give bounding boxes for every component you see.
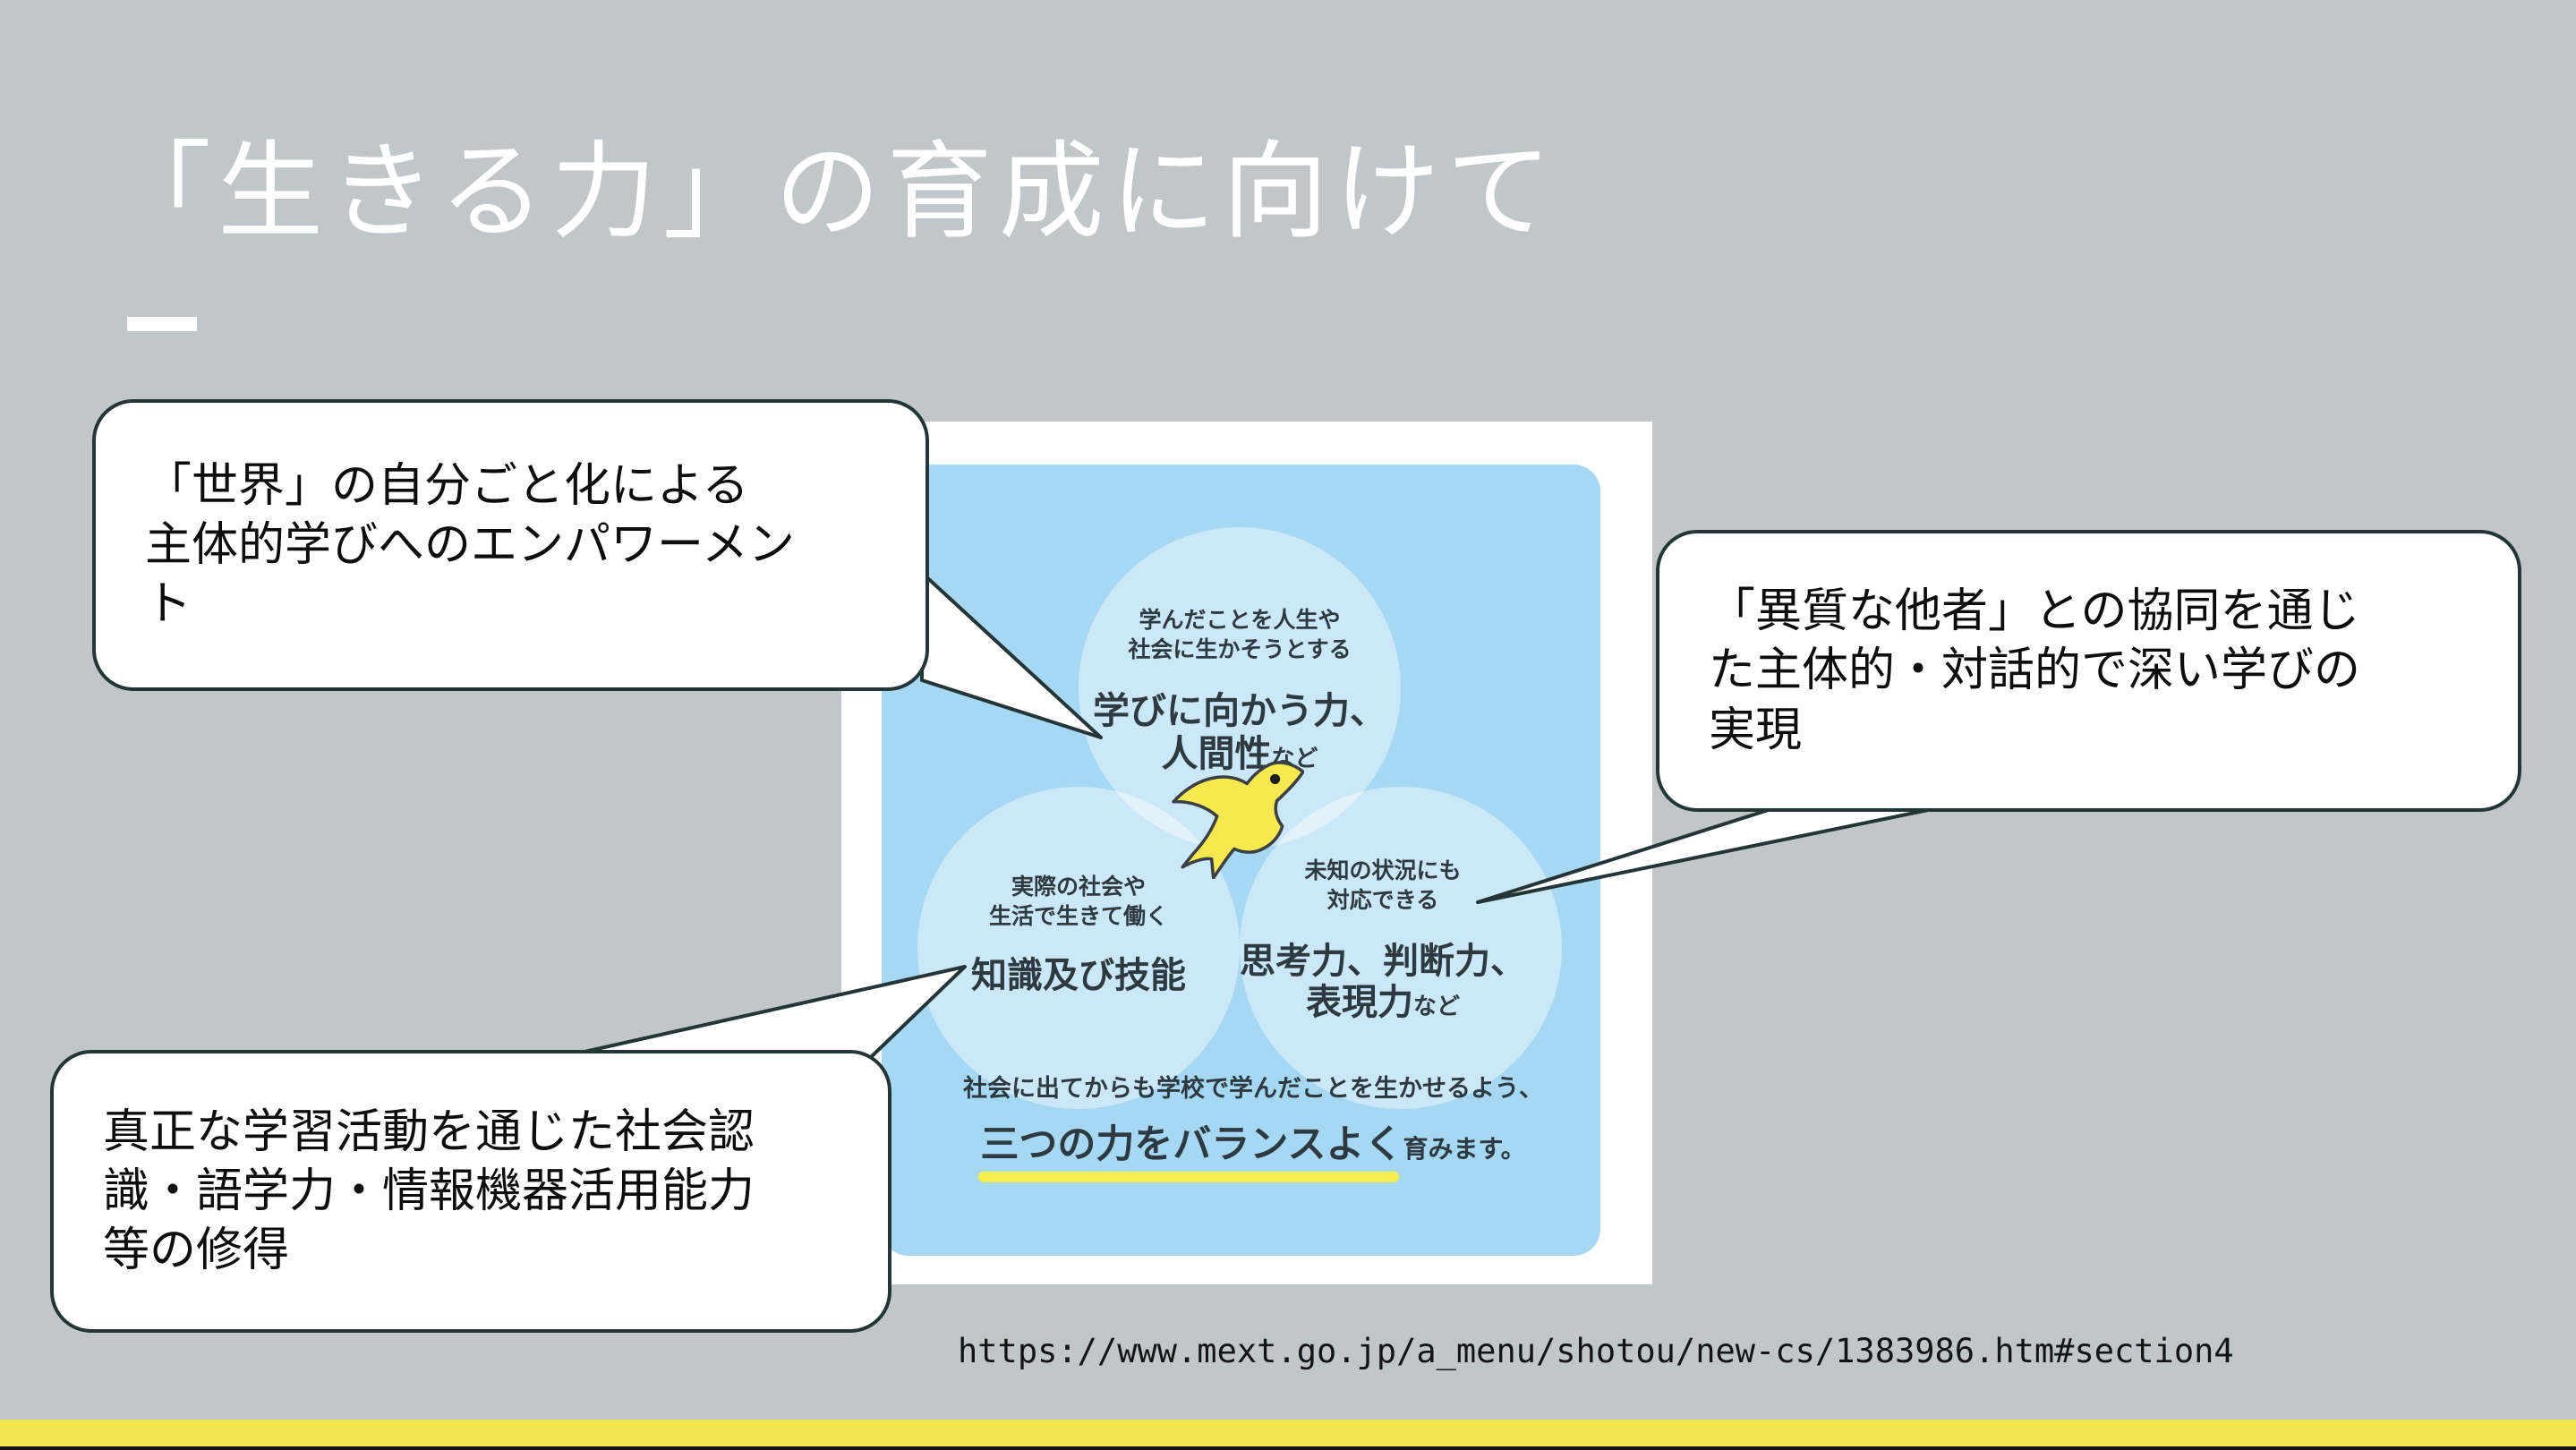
- right-circle-small-text: 未知の状況にも 対応できる: [1304, 858, 1462, 913]
- venn-diagram: 学んだことを人生や 社会に生かそうとする 学びに向かう力、 人間性など 実際の社…: [882, 465, 1600, 1256]
- source-url[interactable]: https://www.mext.go.jp/a_menu/shotou/new…: [958, 1332, 2234, 1370]
- left-circle-small-text: 実際の社会や 生活で生きて働く: [988, 874, 1168, 929]
- bird-icon: [1172, 761, 1304, 879]
- right-circle-big-text: 思考力、判断力、 表現力: [1240, 942, 1526, 1023]
- caption-suffix: 育みます。: [1403, 1135, 1526, 1164]
- left-circle-big-text: 知識及び技能: [971, 956, 1186, 995]
- callout-bottom-left-text: 真正な学習活動を通じた社会認 識・語学力・情報機器活用能力 等の修得: [103, 1105, 755, 1277]
- callout-top-left-text: 「世界」の自分ごと化による 主体的学びへのエンパワーメン ト: [145, 459, 795, 631]
- bottom-accent-bar: [0, 1420, 2576, 1446]
- top-circle-big-text: 学びに向かう力、 人間性: [1093, 690, 1386, 774]
- right-circle-label: 未知の状況にも 対応できる 思考力、判断力、 表現力など: [1150, 840, 1600, 1040]
- caption-small-text: 社会に出てからも学校で学んだことを生かせるよう、: [963, 1075, 1543, 1102]
- callout-top-left: 「世界」の自分ごと化による 主体的学びへのエンパワーメン ト: [92, 399, 929, 691]
- right-circle-suffix: など: [1412, 993, 1460, 1020]
- top-circle-small-text: 学んだことを人生や 社会に生かそうとする: [1128, 608, 1352, 662]
- title-underline-dash: [127, 317, 197, 331]
- diagram-caption: 社会に出てからも学校で学んだことを生かせるよう、 三つの力をバランスよく育みます…: [958, 1073, 1548, 1169]
- slide-title: 「生きる力」の育成に向けて: [106, 133, 1558, 252]
- callout-right: 「異質な他者」との協同を通じ た主体的・対話的で深い学びの 実現: [1656, 530, 2521, 812]
- left-circle-label: 実際の社会や 生活で生きて働く 知識及び技能: [882, 857, 1311, 1012]
- callout-right-text: 「異質な他者」との協同を通じ た主体的・対話的で深い学びの 実現: [1709, 585, 2361, 756]
- diagram-image: 学んだことを人生や 社会に生かそうとする 学びに向かう力、 人間性など 実際の社…: [841, 422, 1652, 1284]
- caption-big-text: 三つの力をバランスよく: [980, 1123, 1403, 1167]
- caption-underline: [978, 1172, 1399, 1182]
- bottom-border-line: [0, 1446, 2576, 1450]
- callout-bottom-left: 真正な学習活動を通じた社会認 識・語学力・情報機器活用能力 等の修得: [50, 1050, 891, 1333]
- venn-left-circle: [917, 787, 1240, 1109]
